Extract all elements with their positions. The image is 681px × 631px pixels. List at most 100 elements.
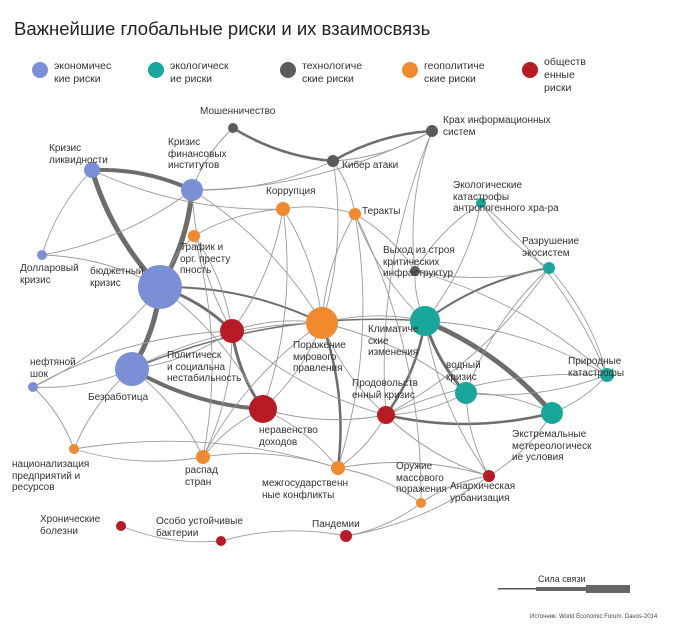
edge-climate-extreme: [422, 318, 555, 416]
edge-nationalization-interstate: [73, 440, 339, 469]
node-label-finance: Кризис финансовых институтов: [168, 137, 227, 171]
edge-corruption-trafficking: [193, 208, 284, 237]
edge-political-food: [231, 330, 387, 416]
legend-societal-label: обществ енные риски: [544, 56, 586, 94]
edge-corruption-political: [231, 208, 284, 332]
edge-water-natural: [465, 374, 608, 396]
edge-finance-dollar: [41, 189, 193, 256]
edge-climate-ecosystem: [424, 267, 550, 322]
edge-resistant-pandemic: [220, 530, 347, 542]
edge-cyber-finance: [191, 160, 334, 191]
node-urban: [483, 470, 495, 482]
legend-economic-label: экономичес кие риски: [54, 60, 112, 85]
node-label-political: Политическ и социальна нестабильность: [167, 350, 242, 384]
edge-fraud-cyber: [231, 126, 335, 163]
node-water: [455, 382, 477, 404]
edge-governance-water: [321, 322, 467, 394]
legend-technological-dot: [280, 62, 296, 78]
connection-strength-key: [498, 585, 630, 593]
legend-technological-label: технологиче ские риски: [302, 60, 363, 85]
node-governance: [306, 307, 338, 339]
edge-finance-governance: [191, 189, 323, 324]
edge-nationalization-oil: [32, 386, 75, 450]
node-oil: [28, 382, 38, 392]
edge-urban-interstate: [337, 462, 490, 477]
legend-item-environmental: экологическ ие риски: [148, 60, 229, 86]
edge-statefail-nationalization: [73, 448, 204, 462]
edge-inequality-corruption: [262, 208, 288, 410]
connection-strength-label: Сила связи: [538, 574, 586, 584]
node-dollar: [37, 250, 47, 260]
node-label-extreme: Экстремальные метереологическ ие условия: [512, 429, 592, 463]
node-natural: [600, 368, 614, 382]
node-label-natural: Природные катастрофы: [568, 356, 625, 379]
edge-statefail-trafficking: [193, 235, 213, 458]
node-nationalization: [69, 444, 79, 454]
edge-infosys-infra: [412, 130, 433, 272]
node-trafficking: [188, 230, 200, 242]
node-label-unemployment: Безработица: [88, 392, 149, 403]
node-label-oil: нефтяной шок: [30, 357, 76, 380]
node-fraud: [228, 123, 238, 133]
legend-item-technological: технологиче ские риски: [280, 60, 362, 86]
edge-corruption-terror: [282, 206, 356, 215]
node-label-wmd: Оружие массового поражения: [396, 461, 447, 495]
legend-item-economic: экономичес кие риски: [32, 60, 111, 86]
node-label-resistant: Особо устойчивые бактерии: [156, 516, 243, 539]
edge-food-extreme: [384, 411, 554, 426]
edge-ecosystem-water: [465, 267, 550, 394]
node-label-chronic: Хронические болезни: [40, 514, 101, 537]
node-label-climate: Климатиче ские изменения: [368, 324, 419, 358]
edge-urban-pandemic: [345, 475, 490, 537]
legend-geopolitical-label: геополитиче ские риски: [424, 60, 485, 85]
edge-governance-interstate: [320, 321, 342, 470]
node-label-infosys: Крах информационных систем: [443, 115, 551, 138]
node-label-dollar: Долларовый кризис: [20, 263, 79, 286]
node-cyber: [327, 155, 339, 167]
edge-pandemic-wmd: [345, 502, 422, 537]
edge-governance-corruption: [282, 208, 323, 324]
node-political: [220, 319, 244, 343]
edge-infosys-finance: [191, 130, 433, 191]
node-label-inequality: неравенство доходов: [259, 425, 318, 448]
edge-infosys-cyber: [332, 130, 433, 162]
node-label-corruption: Коррупция: [266, 186, 316, 197]
edge-wmd-terror: [354, 213, 422, 504]
edge-interstate-wmd: [337, 467, 422, 504]
edge-natural-food: [385, 373, 608, 416]
node-ecocat: [476, 198, 486, 208]
node-label-liquidity: Кризис ликвидности: [49, 143, 108, 166]
node-wmd: [416, 498, 426, 508]
legend-societal-dot: [522, 62, 538, 78]
node-budget: [138, 265, 182, 309]
edge-finance-political: [191, 189, 233, 332]
node-infra: [410, 266, 420, 276]
edge-infosys-food: [383, 130, 433, 416]
node-label-nationalization: национализация предприятий и ресурсов: [12, 459, 90, 493]
edge-finance-liquidity: [90, 167, 194, 192]
node-liquidity: [84, 162, 100, 178]
node-pandemic: [340, 530, 352, 542]
node-extreme: [541, 402, 563, 424]
edge-infra-natural: [414, 270, 608, 376]
node-label-urban: Анархическая урбанизация: [450, 481, 516, 504]
node-label-terror: Теракты: [362, 206, 401, 217]
node-food: [377, 406, 395, 424]
node-label-infra: Выход из строя критических инфраструктур: [383, 245, 455, 279]
legend-item-geopolitical: геополитиче ские риски: [402, 60, 485, 86]
legend-economic-dot: [32, 62, 48, 78]
node-label-interstate: межгосударственн ные конфликты: [262, 478, 349, 501]
edge-chronic-resistant: [120, 525, 222, 543]
edge-wmd-urban: [420, 475, 490, 504]
node-label-ecocat: Экологические катастрофы антропогенного …: [453, 180, 559, 214]
page-title: Важнейшие глобальные риски и их взаимосв…: [14, 18, 431, 39]
node-label-cyber: Кибер атаки: [342, 160, 399, 171]
node-terror: [349, 208, 361, 220]
edge-terror-infra: [354, 213, 416, 272]
node-label-pandemic: Пандемии: [312, 519, 360, 530]
node-climate: [410, 306, 440, 336]
node-label-budget: бюджетный кризис: [90, 266, 144, 289]
node-label-governance: Поражение мирового правления: [293, 340, 346, 374]
